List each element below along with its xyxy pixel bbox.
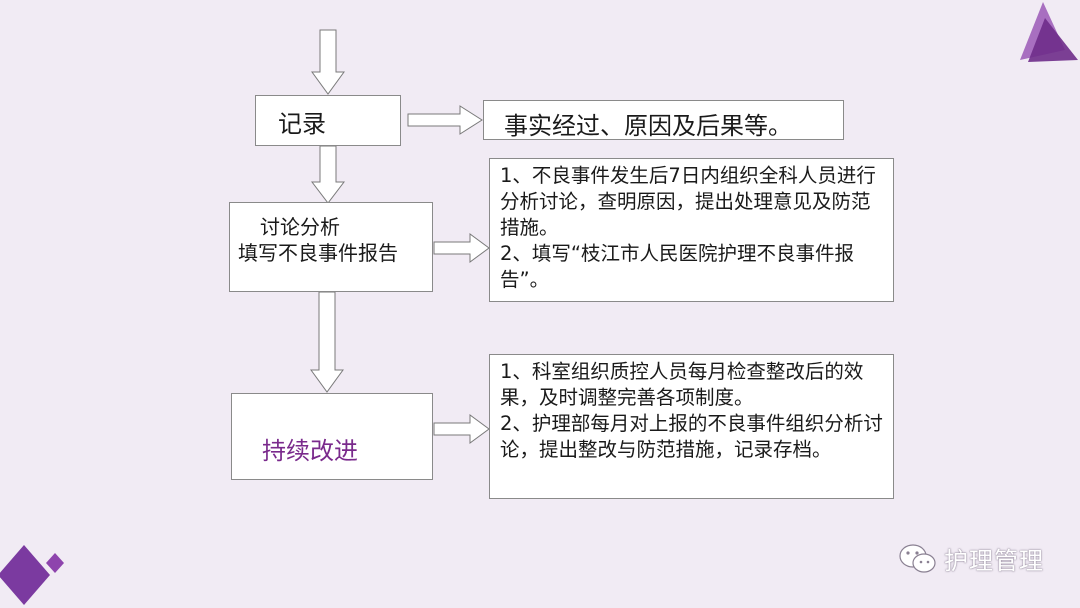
record-box: 记录 <box>255 95 401 146</box>
record-label: 记录 <box>278 110 326 138</box>
corner-triangle-decoration <box>1028 18 1078 62</box>
corner-diamond-decoration <box>0 545 50 605</box>
discuss-box: 讨论分析 填写不良事件报告 <box>229 202 433 292</box>
right-arrow <box>433 414 490 444</box>
down-arrow <box>310 145 346 204</box>
improve-detail-box: 1、科室组织质控人员每月检查整改后的效果，及时调整完善各项制度。 2、护理部每月… <box>489 354 894 499</box>
right-arrow <box>433 233 490 263</box>
down-arrow <box>310 291 344 393</box>
discuss-detail-box: 1、不良事件发生后7日内组织全科人员进行分析讨论，查明原因，提出处理意见及防范措… <box>489 158 894 302</box>
watermark-text: 护理管理 <box>944 547 1044 575</box>
discuss-label-line1: 讨论分析 <box>260 215 340 239</box>
watermark: 护理管理 <box>898 541 1044 576</box>
improve-box: 持续改进 <box>231 393 433 480</box>
discuss-detail-item2: 2、填写“枝江市人民医院护理不良事件报告”。 <box>500 242 855 291</box>
right-arrow <box>407 105 483 135</box>
discuss-detail-item1: 1、不良事件发生后7日内组织全科人员进行分析讨论，查明原因，提出处理意见及防范措… <box>500 164 876 239</box>
improve-label: 持续改进 <box>262 437 358 465</box>
improve-detail-item2: 2、护理部每月对上报的不良事件组织分析讨论，提出整改与防范措施，记录存档。 <box>500 412 883 461</box>
improve-detail-item1: 1、科室组织质控人员每月检查整改后的效果，及时调整完善各项制度。 <box>500 360 864 409</box>
down-arrow <box>311 29 345 95</box>
corner-diamond-decoration <box>46 553 64 573</box>
record-detail-box: 事实经过、原因及后果等。 <box>483 100 844 140</box>
record-detail-text: 事实经过、原因及后果等。 <box>504 112 792 140</box>
wechat-icon <box>899 543 936 573</box>
discuss-label-line2: 填写不良事件报告 <box>238 241 398 265</box>
